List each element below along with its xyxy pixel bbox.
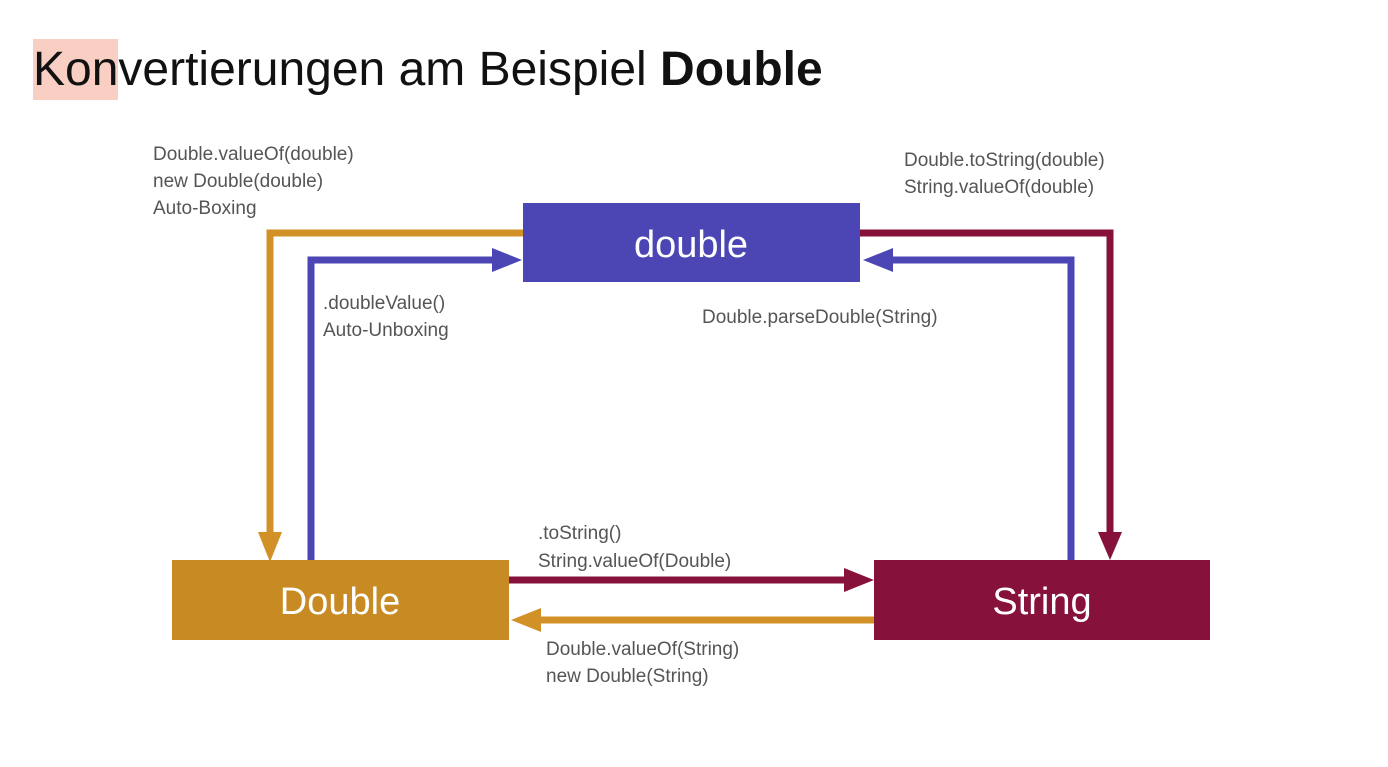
page-title: Konvertierungen am Beispiel Double — [33, 39, 823, 100]
edge-label-line: new Double(double) — [153, 171, 323, 192]
edge-Double-to-String — [509, 568, 874, 592]
title-bold: Double — [660, 43, 823, 96]
edge-label-line: Auto-Boxing — [153, 198, 257, 219]
title-highlight: Kon — [33, 39, 119, 100]
node-String: String — [874, 560, 1210, 640]
label-Double-to-String: .toString() String.valueOf(Double) — [538, 523, 731, 572]
label-String-to-double: Double.parseDouble(String) — [702, 307, 938, 328]
node-String-box — [874, 560, 1210, 640]
edge-label-line: Double.parseDouble(String) — [702, 307, 938, 328]
node-double-box — [523, 203, 860, 282]
label-String-to-Double: Double.valueOf(String) new Double(String… — [546, 639, 739, 687]
edge-label-line: Double.valueOf(String) — [546, 639, 739, 660]
edge-String-to-Double — [511, 608, 874, 632]
edge-label-line: String.valueOf(Double) — [538, 551, 731, 572]
label-double-to-Double: Double.valueOf(double) new Double(double… — [153, 144, 354, 219]
edge-label-line: .toString() — [538, 523, 621, 544]
node-double: double — [523, 203, 860, 282]
edge-double-to-String — [860, 229, 1122, 560]
node-double-label: double — [634, 224, 748, 266]
edge-label-line: .doubleValue() — [323, 293, 445, 314]
edge-label-line: Double.valueOf(double) — [153, 144, 354, 165]
edge-String-to-double — [863, 248, 1075, 560]
edge-label-line: new Double(String) — [546, 666, 709, 687]
node-Double-label: Double — [280, 581, 400, 623]
node-String-label: String — [992, 581, 1091, 623]
edge-Double-to-double — [307, 248, 522, 560]
edge-double-to-Double — [258, 229, 523, 562]
node-Double-box — [172, 560, 509, 640]
edge-label-line: String.valueOf(double) — [904, 177, 1094, 198]
edge-label-line: Auto-Unboxing — [323, 320, 449, 341]
label-double-to-String: Double.toString(double) String.valueOf(d… — [904, 150, 1105, 198]
edge-label-line: Double.toString(double) — [904, 150, 1105, 171]
label-Double-to-double: .doubleValue() Auto-Unboxing — [323, 293, 449, 341]
node-Double: Double — [172, 560, 509, 640]
title-text: vertierungen am Beispiel — [118, 43, 661, 96]
